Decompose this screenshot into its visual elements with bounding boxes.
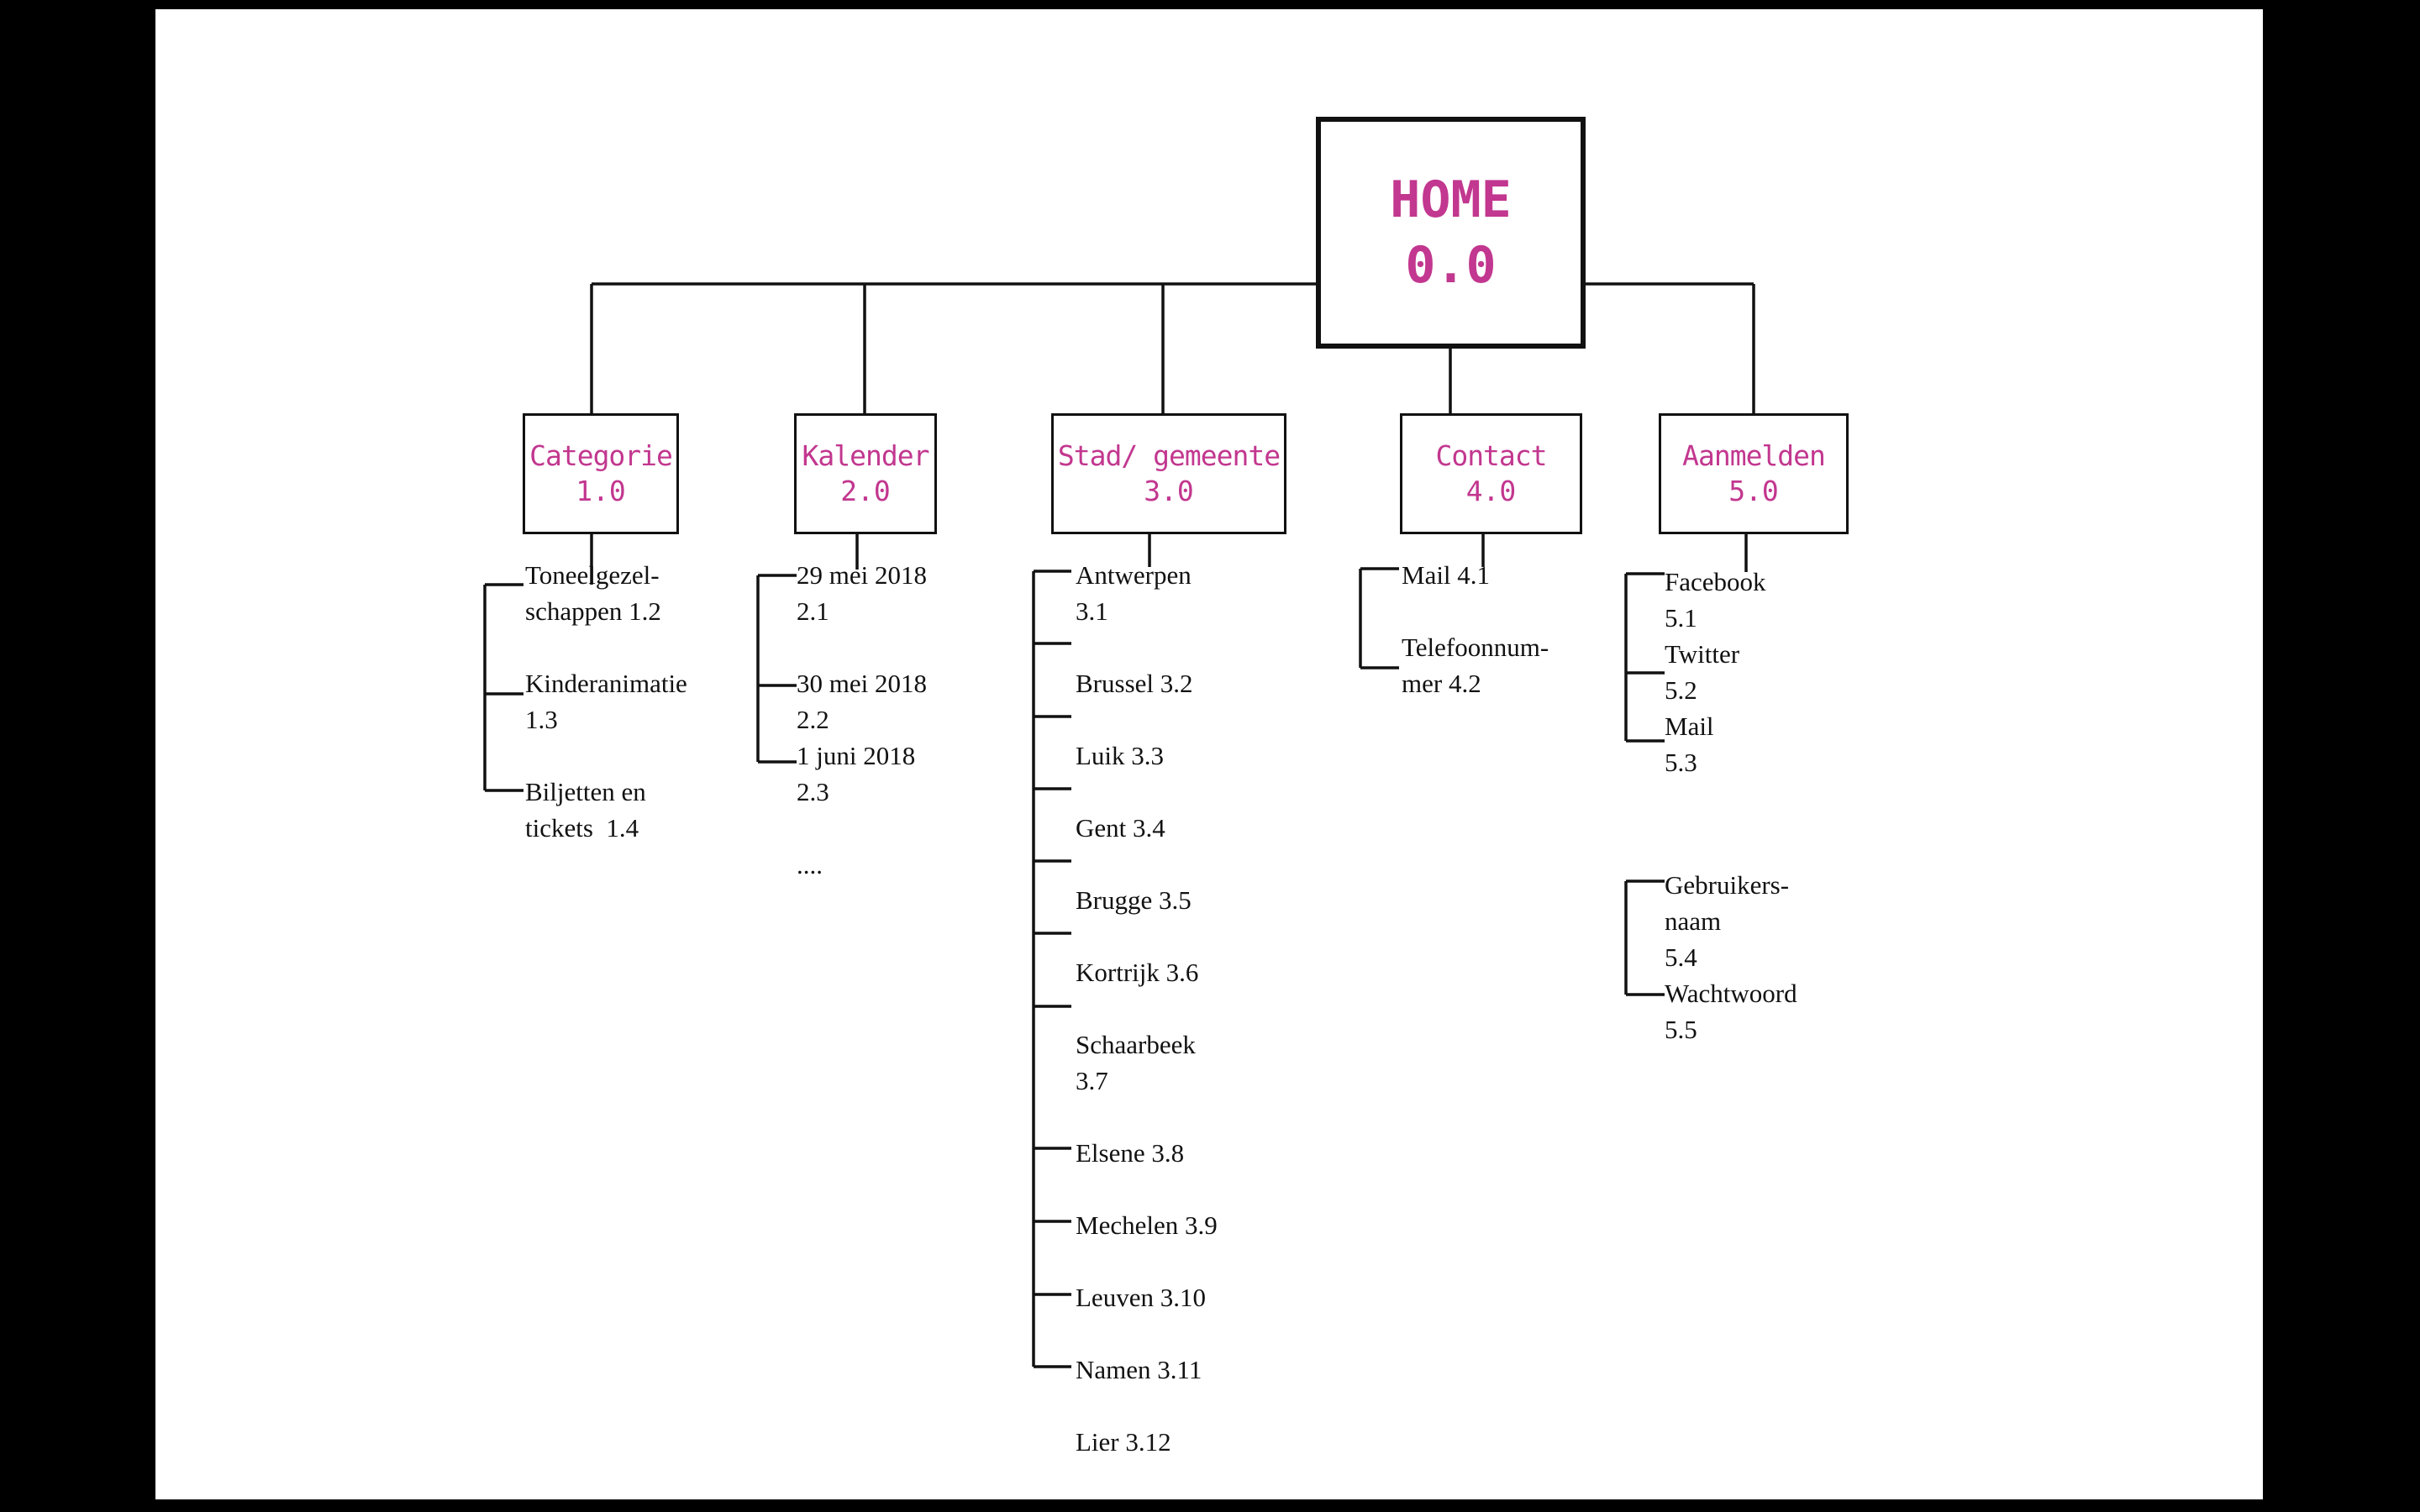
aanmelden-item: Facebook 5.1 bbox=[1665, 567, 1766, 633]
stad-item: Mechelen 3.9 bbox=[1076, 1210, 1218, 1240]
home-title: HOME bbox=[1390, 171, 1512, 229]
stad-item: Antwerpen 3.1 bbox=[1076, 560, 1192, 626]
kalender-node: Kalender 2.0 bbox=[794, 413, 937, 534]
kalender-label: Kalender bbox=[802, 439, 930, 472]
aanmelden-item: Wachtwoord 5.5 bbox=[1665, 979, 1797, 1044]
stad-item: Lier 3.12 bbox=[1076, 1427, 1171, 1457]
stad-item: Gent 3.4 bbox=[1076, 813, 1165, 843]
stad-item: Elsene 3.8 bbox=[1076, 1138, 1185, 1168]
kalender-item: .... bbox=[797, 850, 823, 879]
contact-item: Telefoonnum- mer 4.2 bbox=[1402, 633, 1549, 698]
home-number: 0.0 bbox=[1405, 236, 1497, 295]
aanmelden-item: Twitter 5.2 bbox=[1665, 639, 1740, 705]
aanmelden-number: 5.0 bbox=[1728, 475, 1779, 507]
aanmelden-label: Aanmelden bbox=[1682, 439, 1826, 472]
kalender-item: 30 mei 2018 2.2 bbox=[797, 669, 927, 734]
sitemap-diagram: HOME 0.0 Categorie 1.0 Kalender 2.0 Stad… bbox=[155, 9, 2263, 1499]
categorie-item: Toneelgezel- schappen 1.2 bbox=[525, 560, 661, 626]
stad-item: Luik 3.3 bbox=[1076, 741, 1165, 770]
home-node: HOME 0.0 bbox=[1316, 117, 1586, 349]
stad-gemeente-label: Stad/ gemeente bbox=[1057, 439, 1281, 472]
contact-number: 4.0 bbox=[1465, 475, 1517, 507]
contact-label: Contact bbox=[1435, 439, 1547, 472]
stad-item: Leuven 3.10 bbox=[1076, 1283, 1206, 1312]
kalender-item: 29 mei 2018 2.1 bbox=[797, 560, 927, 626]
aanmelden-node: Aanmelden 5.0 bbox=[1659, 413, 1849, 534]
stad-gemeente-node: Stad/ gemeente 3.0 bbox=[1051, 413, 1286, 534]
connector-lines bbox=[483, 282, 1755, 1368]
categorie-number: 1.0 bbox=[576, 475, 626, 507]
aanmelden-item: Gebruikers- naam 5.4 bbox=[1665, 870, 1790, 972]
categorie-node: Categorie 1.0 bbox=[523, 413, 679, 534]
kalender-number: 2.0 bbox=[840, 475, 891, 507]
aanmelden-item: Mail 5.3 bbox=[1665, 711, 1714, 777]
stad-item: Brugge 3.5 bbox=[1076, 885, 1192, 915]
stad-item: Namen 3.11 bbox=[1076, 1355, 1202, 1384]
categorie-label: Categorie bbox=[529, 439, 673, 472]
kalender-item: 1 juni 2018 2.3 bbox=[797, 741, 916, 806]
contact-item: Mail 4.1 bbox=[1402, 560, 1491, 590]
categorie-item: Kinderanimatie 1.3 bbox=[525, 669, 687, 734]
categorie-item: Biljetten en tickets 1.4 bbox=[525, 777, 646, 843]
contact-node: Contact 4.0 bbox=[1400, 413, 1582, 534]
stad-item: Schaarbeek 3.7 bbox=[1076, 1030, 1196, 1095]
stad-gemeente-number: 3.0 bbox=[1144, 475, 1194, 507]
stad-item: Kortrijk 3.6 bbox=[1076, 958, 1199, 987]
stad-item: Brussel 3.2 bbox=[1076, 669, 1193, 698]
